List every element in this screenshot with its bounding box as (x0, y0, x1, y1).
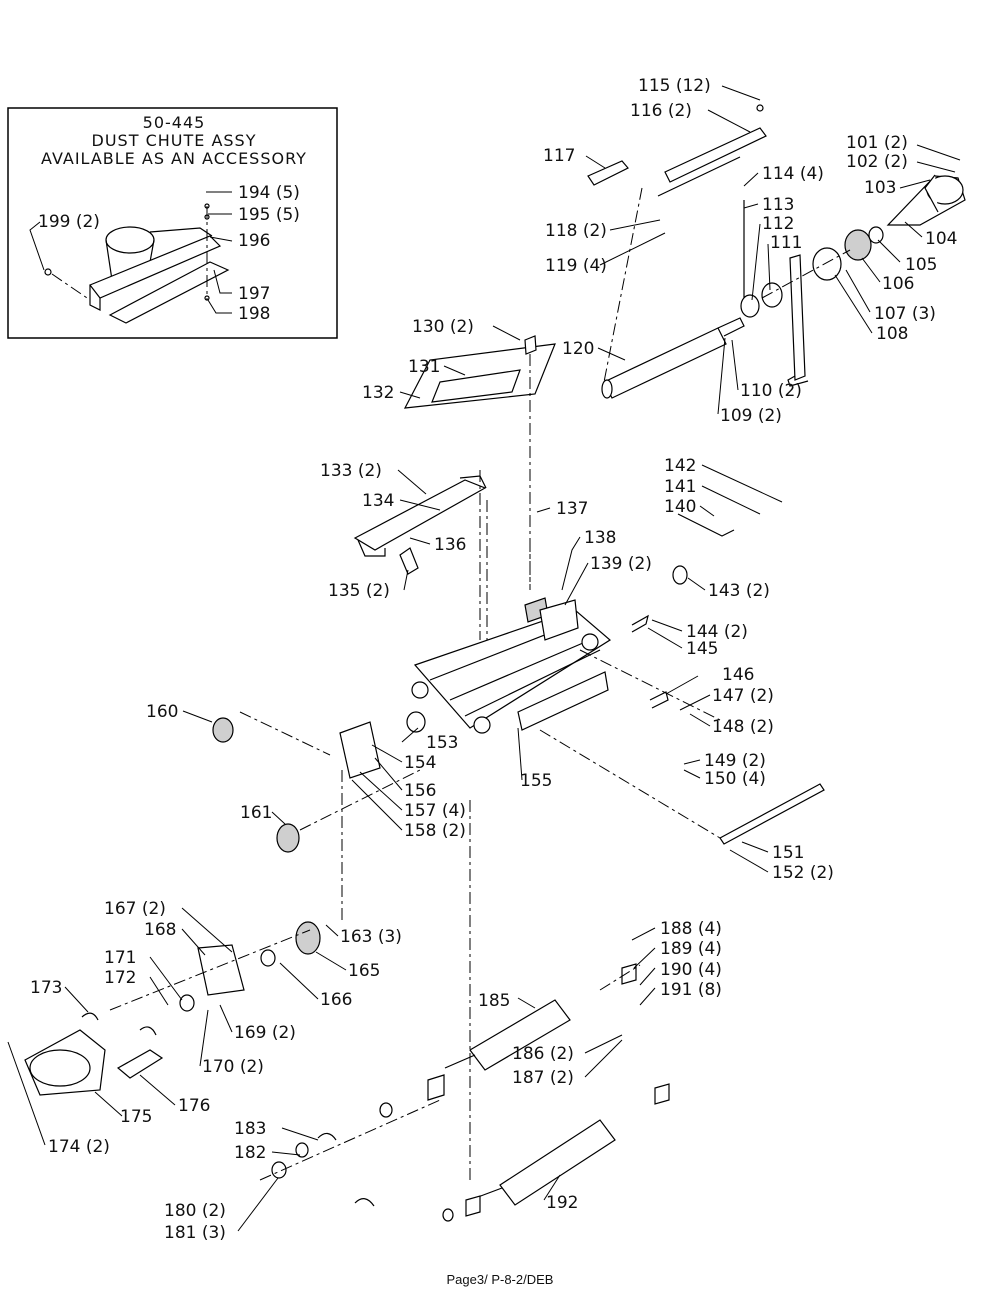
leader-lines (7, 85, 961, 1232)
callout-146: 146 (722, 665, 754, 685)
gearbox-lower-group (24, 921, 321, 1096)
callout-150: 150 (4) (704, 769, 766, 789)
cutterhead-group (587, 104, 966, 399)
callout-118: 118 (2) (545, 221, 607, 241)
callout-161: 161 (240, 803, 272, 823)
callout-120: 120 (562, 339, 594, 359)
callout-190: 190 (4) (660, 960, 722, 980)
callout-182: 182 (234, 1143, 266, 1163)
callout-145: 145 (686, 639, 718, 659)
callout-153: 153 (426, 733, 458, 753)
callout-185: 185 (478, 991, 510, 1011)
page-footer: Page3/ P-8-2/DEB (446, 1272, 554, 1287)
accessory-inset: 50-445 DUST CHUTE ASSY AVAILABLE AS AN A… (7, 107, 338, 339)
callout-135: 135 (2) (328, 581, 390, 601)
callout-186: 186 (2) (512, 1044, 574, 1064)
callout-173: 173 (30, 978, 62, 998)
callout-136: 136 (434, 535, 466, 555)
callout-132: 132 (362, 383, 394, 403)
callout-143: 143 (2) (708, 581, 770, 601)
callout-114: 114 (4) (762, 164, 824, 184)
callout-137: 137 (556, 499, 588, 519)
callout-102: 102 (2) (846, 152, 908, 172)
callout-105: 105 (905, 255, 937, 275)
callout-144: 144 (2) (686, 622, 748, 642)
callout-158: 158 (2) (404, 821, 466, 841)
callout-139: 139 (2) (590, 554, 652, 574)
callout-131: 131 (408, 357, 440, 377)
callout-147: 147 (2) (712, 686, 774, 706)
handle-group (353, 470, 488, 640)
callout-138: 138 (584, 528, 616, 548)
callout-156: 156 (404, 781, 436, 801)
callout-113: 113 (762, 195, 794, 215)
feed-rollers-group (259, 800, 670, 1222)
callout-180: 180 (2) (164, 1201, 226, 1221)
callout-163: 163 (3) (340, 927, 402, 947)
callout-141: 141 (664, 477, 696, 497)
callout-175: 175 (120, 1107, 152, 1127)
callout-174: 174 (2) (48, 1137, 110, 1157)
callout-176: 176 (178, 1096, 210, 1116)
callout-157: 157 (4) (404, 801, 466, 821)
gearbox-left-group (212, 711, 426, 920)
callout-117: 117 (543, 146, 575, 166)
callout-167: 167 (2) (104, 899, 166, 919)
callout-142: 142 (664, 456, 696, 476)
callout-195: 195 (5) (238, 205, 300, 225)
callout-110: 110 (2) (740, 381, 802, 401)
inset-title-line-2: DUST CHUTE ASSY (92, 131, 257, 150)
callout-183: 183 (234, 1119, 266, 1139)
callout-168: 168 (144, 920, 176, 940)
callout-191: 191 (8) (660, 980, 722, 1000)
callout-109: 109 (2) (720, 406, 782, 426)
callout-188: 188 (4) (660, 919, 722, 939)
callout-111: 111 (770, 233, 802, 253)
callout-134: 134 (362, 491, 394, 511)
callout-189: 189 (4) (660, 939, 722, 959)
callout-labels: 199 (2) 194 (5) 195 (5) 196 197 198 115 … (30, 76, 957, 1243)
inset-frame (7, 107, 338, 339)
callout-106: 106 (882, 274, 914, 294)
callout-166: 166 (320, 990, 352, 1010)
callout-107: 107 (3) (874, 304, 936, 324)
callout-149: 149 (2) (704, 751, 766, 771)
callout-169: 169 (2) (234, 1023, 296, 1043)
callout-160: 160 (146, 702, 178, 722)
top-cover-group (403, 335, 556, 590)
callout-116: 116 (2) (630, 101, 692, 121)
callout-115: 115 (12) (638, 76, 711, 96)
callout-165: 165 (348, 961, 380, 981)
callout-152: 152 (2) (772, 863, 834, 883)
callout-198: 198 (238, 304, 270, 324)
callout-133: 133 (2) (320, 461, 382, 481)
inset-title-line-1: 50-445 (143, 113, 206, 132)
callout-112: 112 (762, 214, 794, 234)
callout-170: 170 (2) (202, 1057, 264, 1077)
frame-base (411, 513, 825, 845)
callout-192: 192 (546, 1193, 578, 1213)
inset-title-line-3: AVAILABLE AS AN ACCESSORY (41, 149, 307, 168)
callout-119: 119 (4) (545, 256, 607, 276)
callout-196: 196 (238, 231, 270, 251)
callout-199: 199 (2) (38, 212, 100, 232)
callout-171: 171 (104, 948, 136, 968)
callout-194: 194 (5) (238, 183, 300, 203)
callout-172: 172 (104, 968, 136, 988)
callout-104: 104 (925, 229, 957, 249)
callout-151: 151 (772, 843, 804, 863)
callout-130: 130 (2) (412, 317, 474, 337)
callout-103: 103 (864, 178, 896, 198)
callout-181: 181 (3) (164, 1223, 226, 1243)
dust-chute-drawing (44, 203, 230, 324)
callout-187: 187 (2) (512, 1068, 574, 1088)
callout-140: 140 (664, 497, 696, 517)
callout-108: 108 (876, 324, 908, 344)
callout-155: 155 (520, 771, 552, 791)
callout-101: 101 (2) (846, 133, 908, 153)
callout-148: 148 (2) (712, 717, 774, 737)
callout-154: 154 (404, 753, 436, 773)
callout-197: 197 (238, 284, 270, 304)
